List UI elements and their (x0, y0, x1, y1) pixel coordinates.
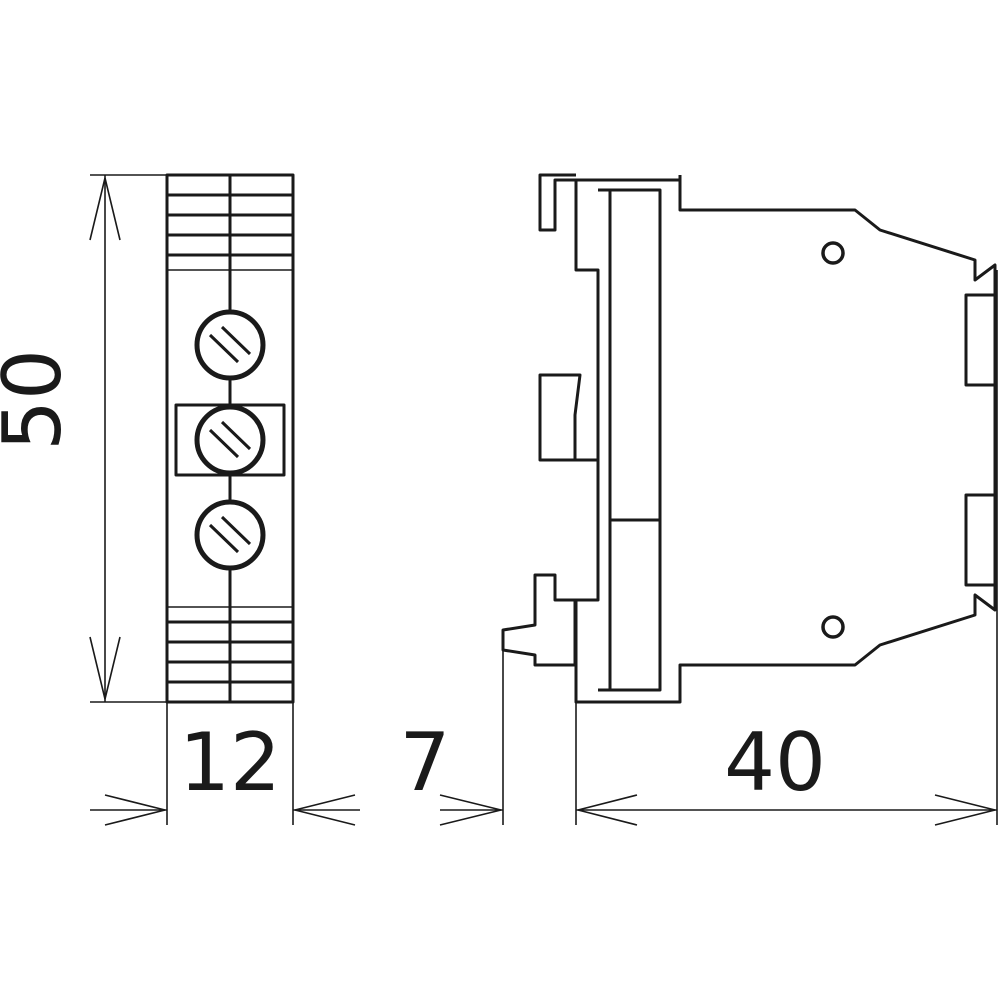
side-mid-hook (538, 373, 598, 462)
dimension-width-label: 12 (179, 716, 281, 809)
dimension-height-label: 50 (0, 349, 79, 451)
front-top-ribs (167, 193, 293, 271)
front-bottom-ribs (167, 606, 293, 684)
side-view (501, 173, 997, 704)
side-terminal-top (964, 293, 997, 387)
side-rail-clip (538, 173, 680, 702)
screw-icon (194, 499, 266, 571)
dimension-lines (89, 174, 998, 826)
side-hole-bottom (821, 615, 845, 639)
screw-icon (194, 309, 266, 381)
dimension-depth-label: 40 (724, 716, 826, 809)
side-hole-top (821, 241, 845, 265)
side-inner-panel (598, 188, 662, 692)
screw-icon (194, 404, 266, 476)
front-view (165, 173, 295, 704)
dimension-offset-label: 7 (400, 716, 451, 809)
side-terminal-bottom (964, 493, 997, 587)
